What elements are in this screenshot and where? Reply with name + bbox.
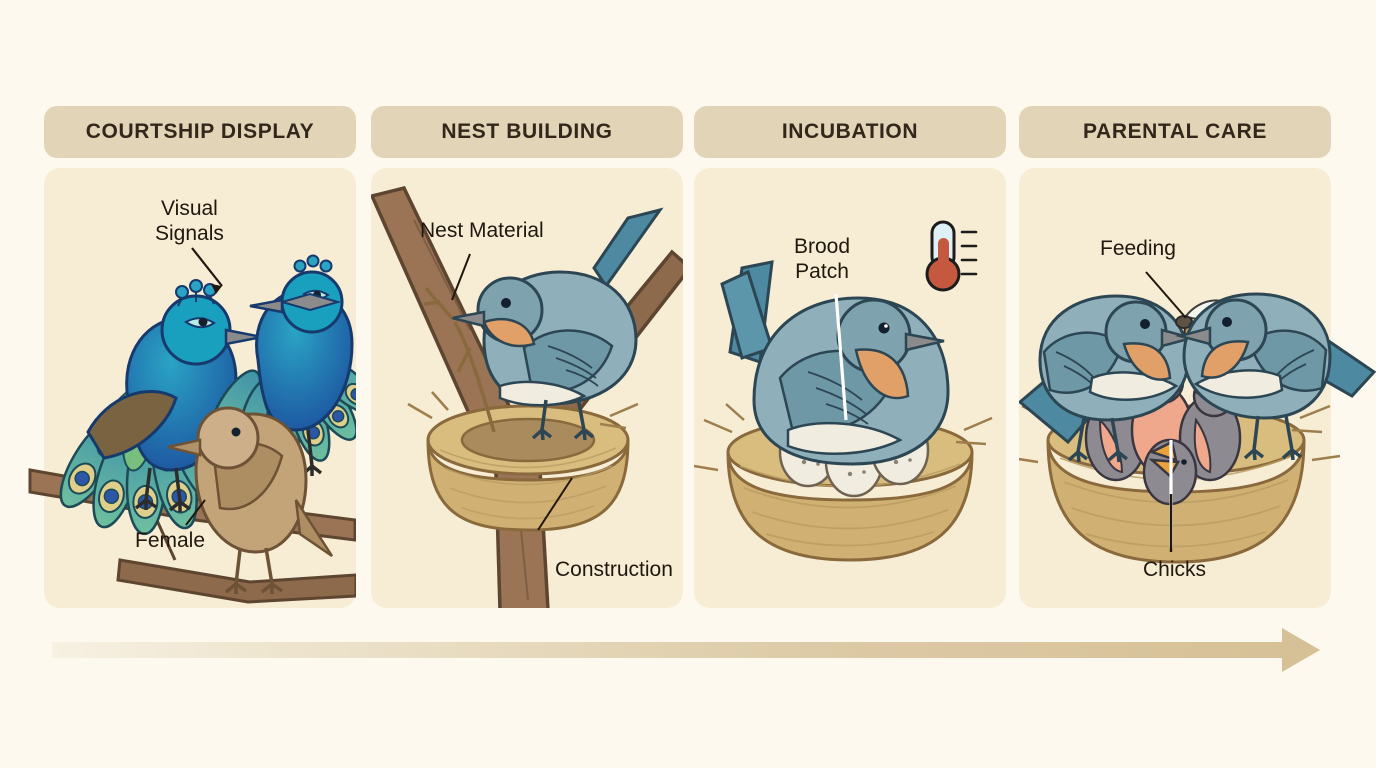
label-visual-signals: Visual Signals	[155, 197, 224, 245]
progression-arrow	[52, 628, 1320, 672]
panel-header-incubation: INCUBATION	[694, 106, 1006, 158]
panel-card-parental-care	[1019, 168, 1331, 608]
panel-header-label: NEST BUILDING	[441, 120, 613, 143]
panel-header-courtship-display: COURTSHIP DISPLAY	[44, 106, 356, 158]
label-construction: Construction	[555, 558, 673, 581]
label-nest-material: Nest Material	[420, 219, 544, 242]
label-chicks: Chicks	[1143, 558, 1207, 581]
panel-header-parental-care: PARENTAL CARE	[1019, 106, 1331, 158]
panel-header-nest-building: NEST BUILDING	[371, 106, 683, 158]
label-female: Female	[135, 529, 206, 552]
panel-header-label: INCUBATION	[781, 120, 919, 143]
label-brood-patch: Brood Patch	[794, 235, 851, 283]
label-feeding: Feeding	[1100, 237, 1176, 260]
panel-header-label: COURTSHIP DISPLAY	[85, 120, 315, 143]
panel-header-label: PARENTAL CARE	[1083, 120, 1267, 143]
